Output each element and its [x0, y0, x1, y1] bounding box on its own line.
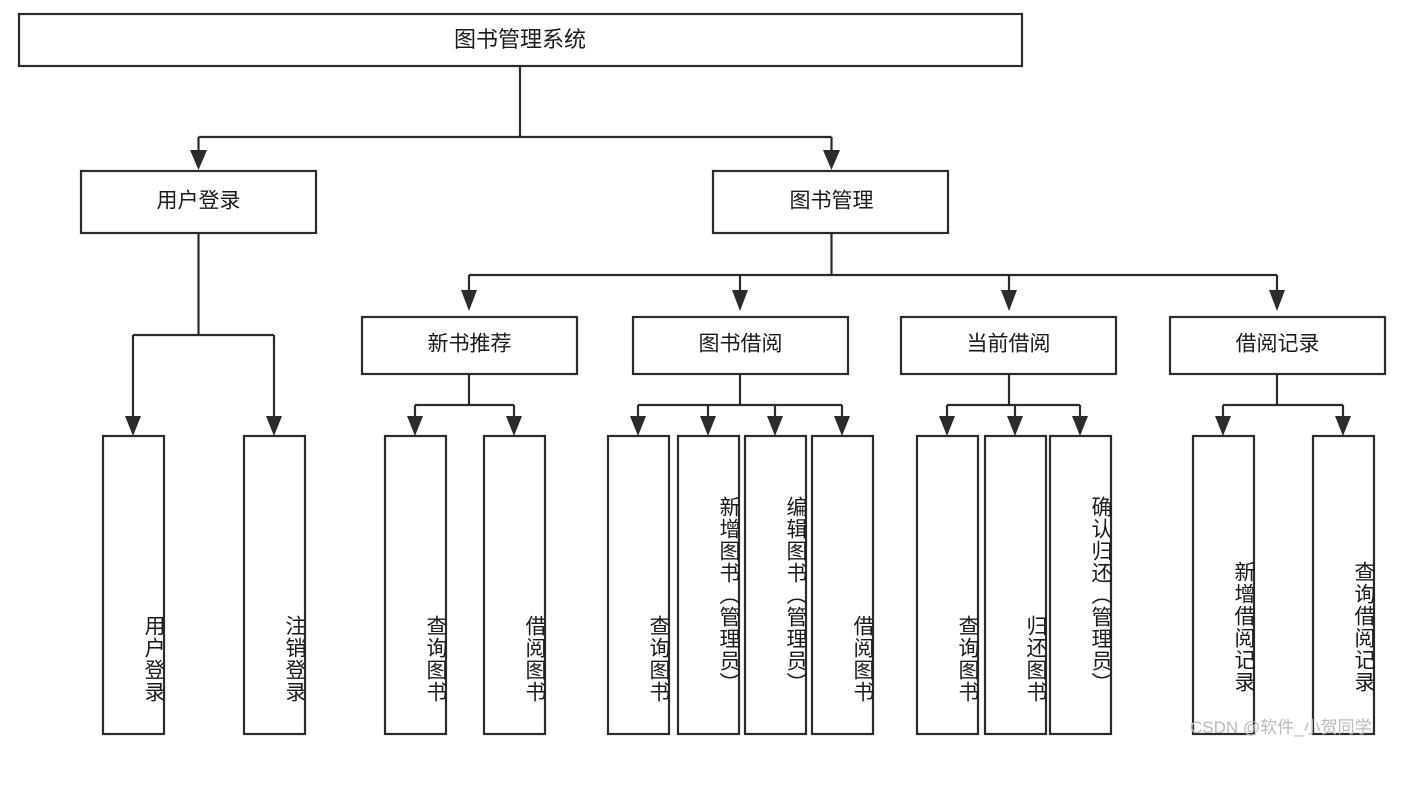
arrowhead-current-borrow — [1001, 290, 1017, 311]
node-leaf-logout-login[interactable] — [242, 434, 307, 736]
node-root[interactable] — [17, 12, 1024, 68]
arrowhead-leaf-borrow-book-2 — [834, 416, 850, 436]
node-book-manage[interactable] — [711, 169, 950, 235]
arrowhead-user-login — [190, 150, 207, 170]
node-leaf-add-borrow-record[interactable] — [1191, 434, 1256, 736]
node-book-manage-label: 图书管理 — [790, 190, 874, 213]
node-leaf-borrow-book-1[interactable] — [482, 434, 547, 736]
node-current-borrow[interactable] — [899, 315, 1118, 376]
node-user-login[interactable] — [79, 169, 318, 235]
node-current-borrow-label: 当前借阅 — [967, 333, 1051, 356]
arrowhead-leaf-query-book-1 — [407, 416, 423, 436]
arrowhead-leaf-borrow-book-1 — [506, 416, 522, 436]
arrowhead-leaf-query-book-3 — [939, 416, 955, 436]
arrowhead-leaf-confirm-return-admin — [1072, 416, 1088, 436]
flowchart-svg: 图书管理系统 用户登录 图书管理 新书推荐 图书借阅 当前借阅 借阅记录 — [17, 12, 1387, 736]
arrowhead-leaf-user-login — [125, 416, 141, 436]
node-leaf-query-borrow-record[interactable] — [1311, 434, 1376, 736]
csdn-watermark: CSDN @软件_小贺同学 — [1190, 718, 1372, 737]
node-new-book-recommend[interactable] — [360, 315, 579, 376]
node-leaf-user-login[interactable] — [101, 434, 166, 736]
node-leaf-query-book-3[interactable] — [915, 434, 980, 736]
arrowhead-leaf-query-book-2 — [630, 416, 646, 436]
node-layer: 图书管理系统 用户登录 图书管理 新书推荐 图书借阅 当前借阅 借阅记录 — [17, 12, 1387, 736]
node-book-borrow-label: 图书借阅 — [699, 333, 783, 356]
arrowhead-book-manage — [823, 150, 840, 170]
arrowhead-leaf-add-book-admin — [700, 416, 716, 436]
node-book-borrow[interactable] — [631, 315, 850, 376]
node-leaf-confirm-return-admin[interactable] — [1048, 434, 1113, 736]
arrowhead-book-borrow — [732, 290, 748, 311]
node-leaf-edit-book-admin[interactable] — [743, 434, 808, 736]
arrowhead-leaf-return-book — [1007, 416, 1023, 436]
node-leaf-borrow-book-2[interactable] — [810, 434, 875, 736]
node-new-book-recommend-label: 新书推荐 — [428, 333, 512, 356]
arrowhead-leaf-query-borrow-record — [1335, 416, 1351, 436]
node-borrow-record[interactable] — [1168, 315, 1387, 376]
node-leaf-query-book-1[interactable] — [383, 434, 448, 736]
node-leaf-return-book[interactable] — [983, 434, 1048, 736]
node-leaf-query-book-2[interactable] — [606, 434, 671, 736]
node-leaf-add-book-admin[interactable] — [676, 434, 741, 736]
arrowhead-leaf-add-borrow-record — [1215, 416, 1231, 436]
connector-layer — [125, 66, 1351, 436]
arrowhead-leaf-logout-login — [266, 416, 282, 436]
arrowhead-borrow-record — [1269, 290, 1285, 311]
arrowhead-new-book-recommend — [461, 290, 477, 311]
node-root-label: 图书管理系统 — [454, 27, 586, 52]
node-user-login-label: 用户登录 — [157, 190, 241, 213]
arrowhead-leaf-edit-book-admin — [767, 416, 783, 436]
flowchart-canvas: 图书管理系统 用户登录 图书管理 新书推荐 图书借阅 当前借阅 借阅记录 — [17, 12, 1387, 737]
node-borrow-record-label: 借阅记录 — [1236, 333, 1320, 356]
